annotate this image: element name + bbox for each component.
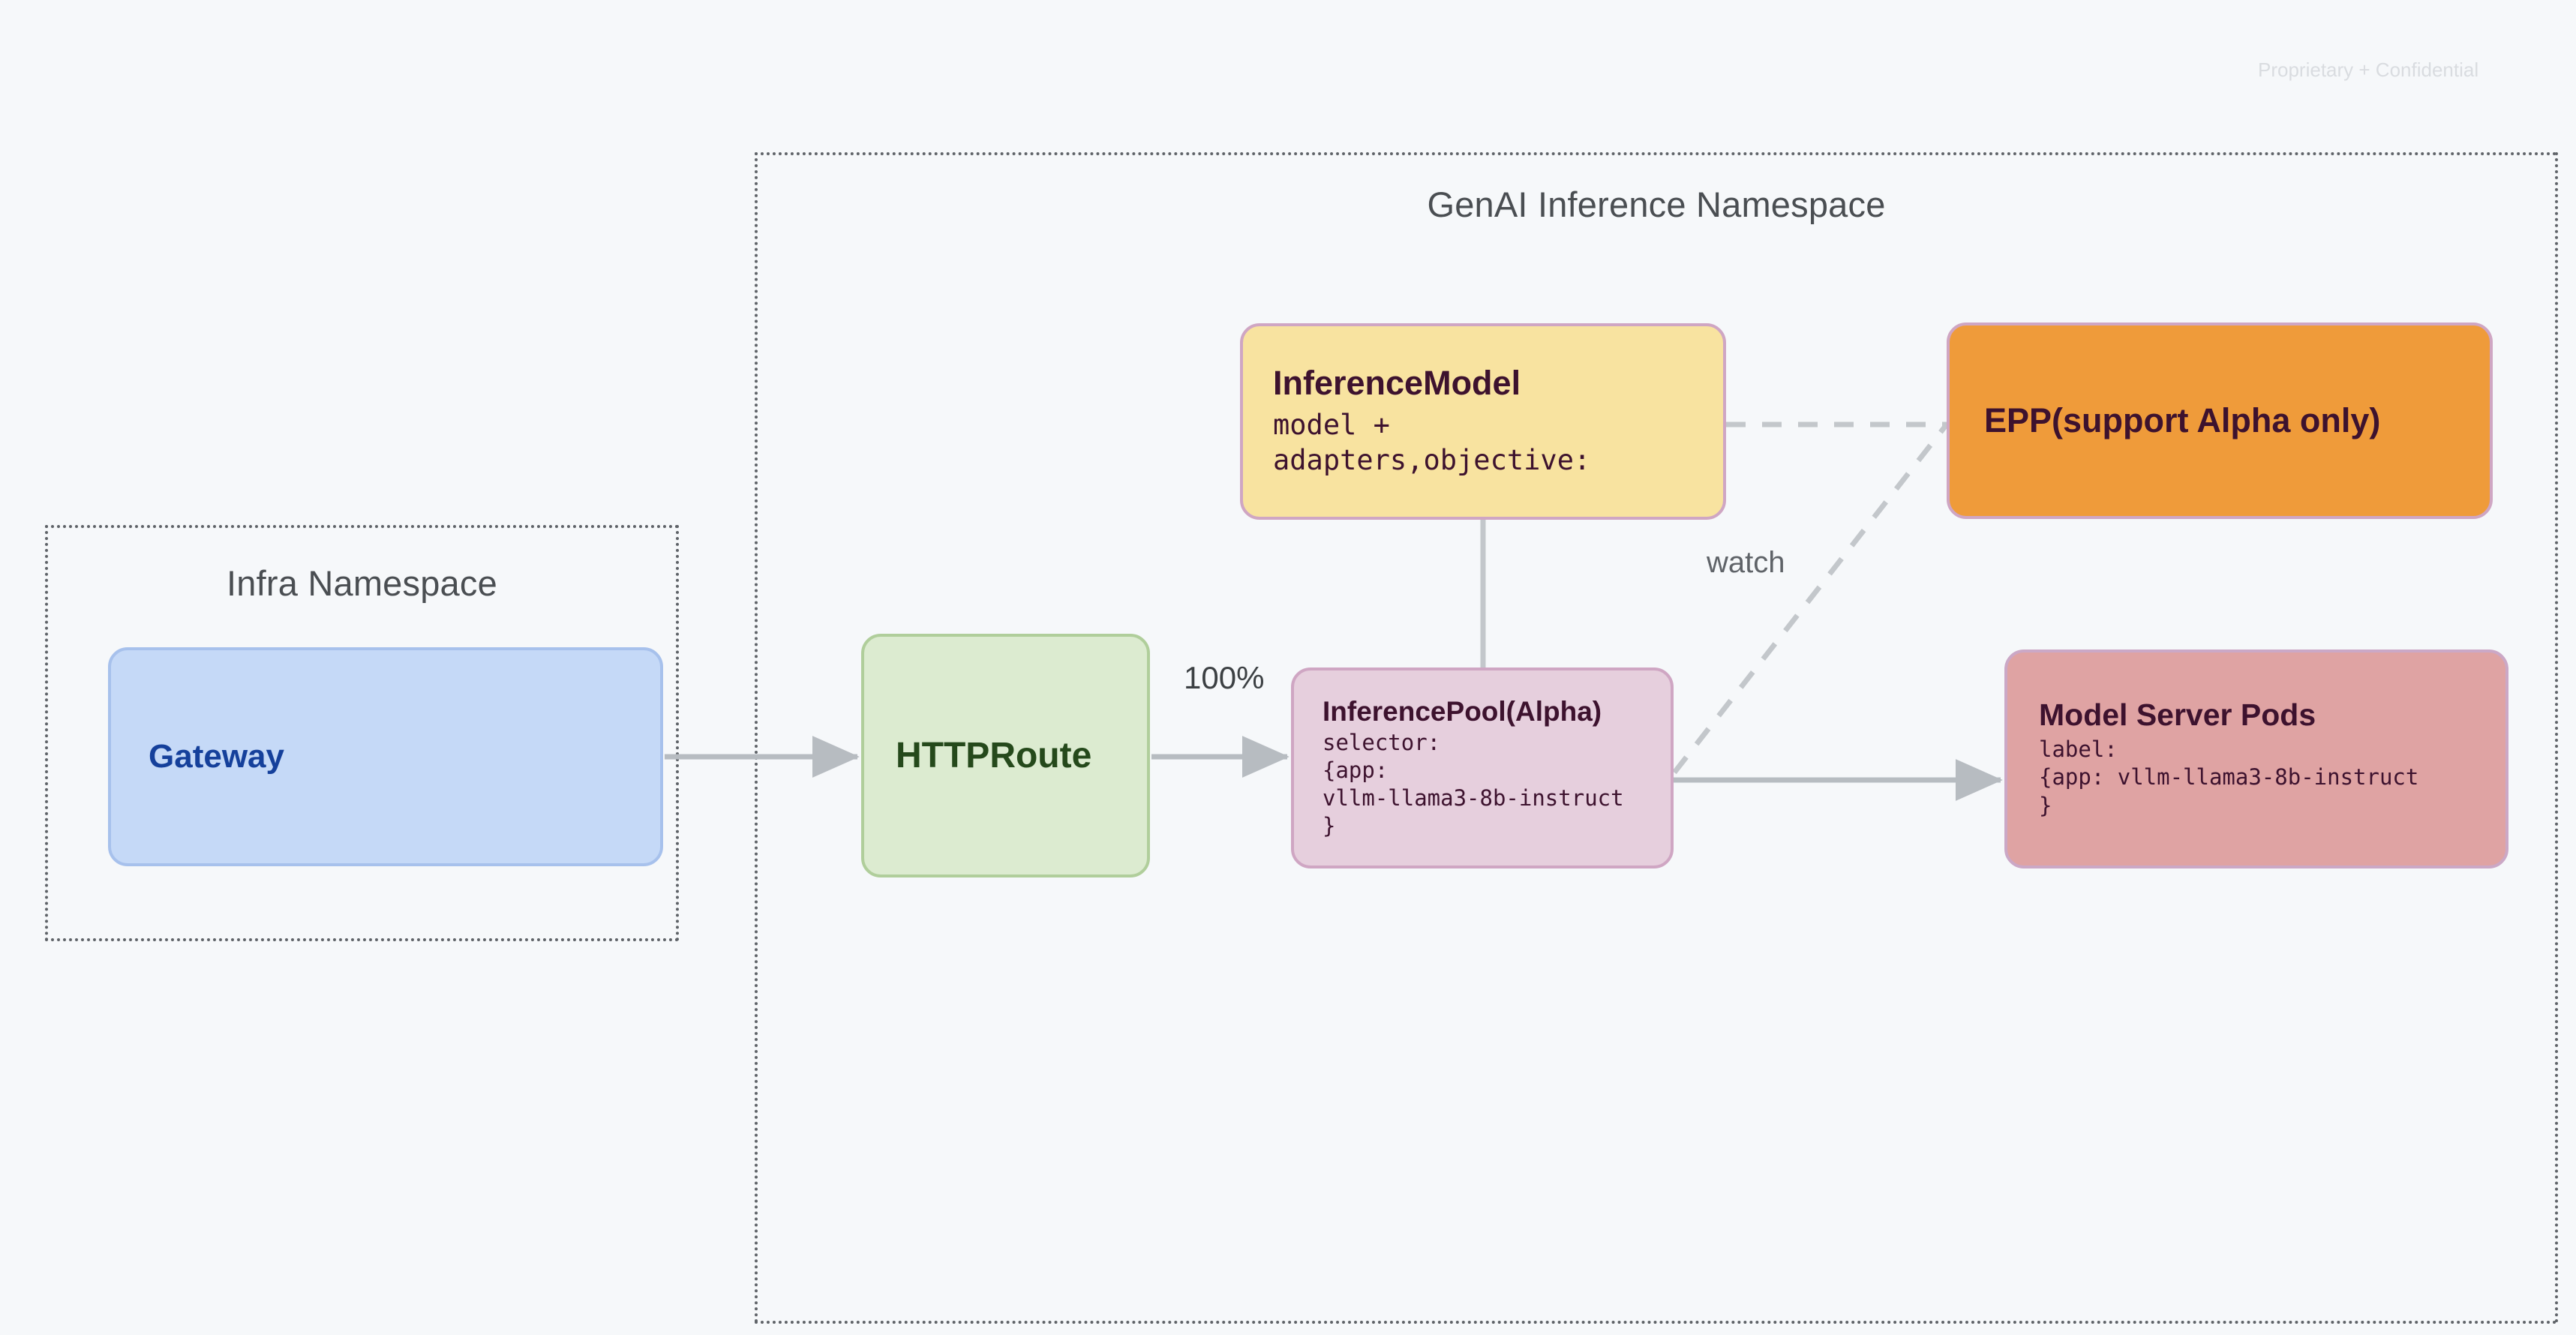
node-inferencepool-title: InferencePool(Alpha) [1323,695,1602,727]
node-modelserverpods-subtitle: label: {app: vllm-llama3-8b-instruct } [2039,736,2419,818]
node-epp-title: EPP(support Alpha only) [1984,400,2381,440]
node-gateway-title: Gateway [149,738,284,776]
namespace-genai-title: GenAI Inference Namespace [1427,184,1886,224]
namespace-infra-title: Infra Namespace [227,563,497,603]
namespace-infra [45,525,679,941]
node-httproute-title: HTTPRoute [896,735,1092,776]
node-gateway[interactable]: Gateway [108,647,663,866]
node-inferencemodel-title: InferenceModel [1273,364,1521,403]
node-httproute[interactable]: HTTPRoute [861,634,1150,878]
node-epp[interactable]: EPP(support Alpha only) [1947,322,2493,519]
node-inferencemodel-subtitle: model + adapters,objective: [1273,408,1591,477]
confidential-notice: Proprietary + Confidential [2258,58,2479,81]
node-modelserverpods[interactable]: Model Server Pods label: {app: vllm-llam… [2004,650,2508,868]
node-modelserverpods-title: Model Server Pods [2039,698,2316,733]
node-inferencepool[interactable]: InferencePool(Alpha) selector: {app: vll… [1291,668,1674,868]
namespace-genai [755,152,2558,1324]
node-inferencemodel[interactable]: InferenceModel model + adapters,objectiv… [1240,323,1726,520]
edge-label-traffic-split: 100% [1184,660,1265,695]
node-inferencepool-subtitle: selector: {app: vllm-llama3-8b-instruct … [1323,730,1624,839]
edge-label-watch: watch [1707,546,1785,579]
